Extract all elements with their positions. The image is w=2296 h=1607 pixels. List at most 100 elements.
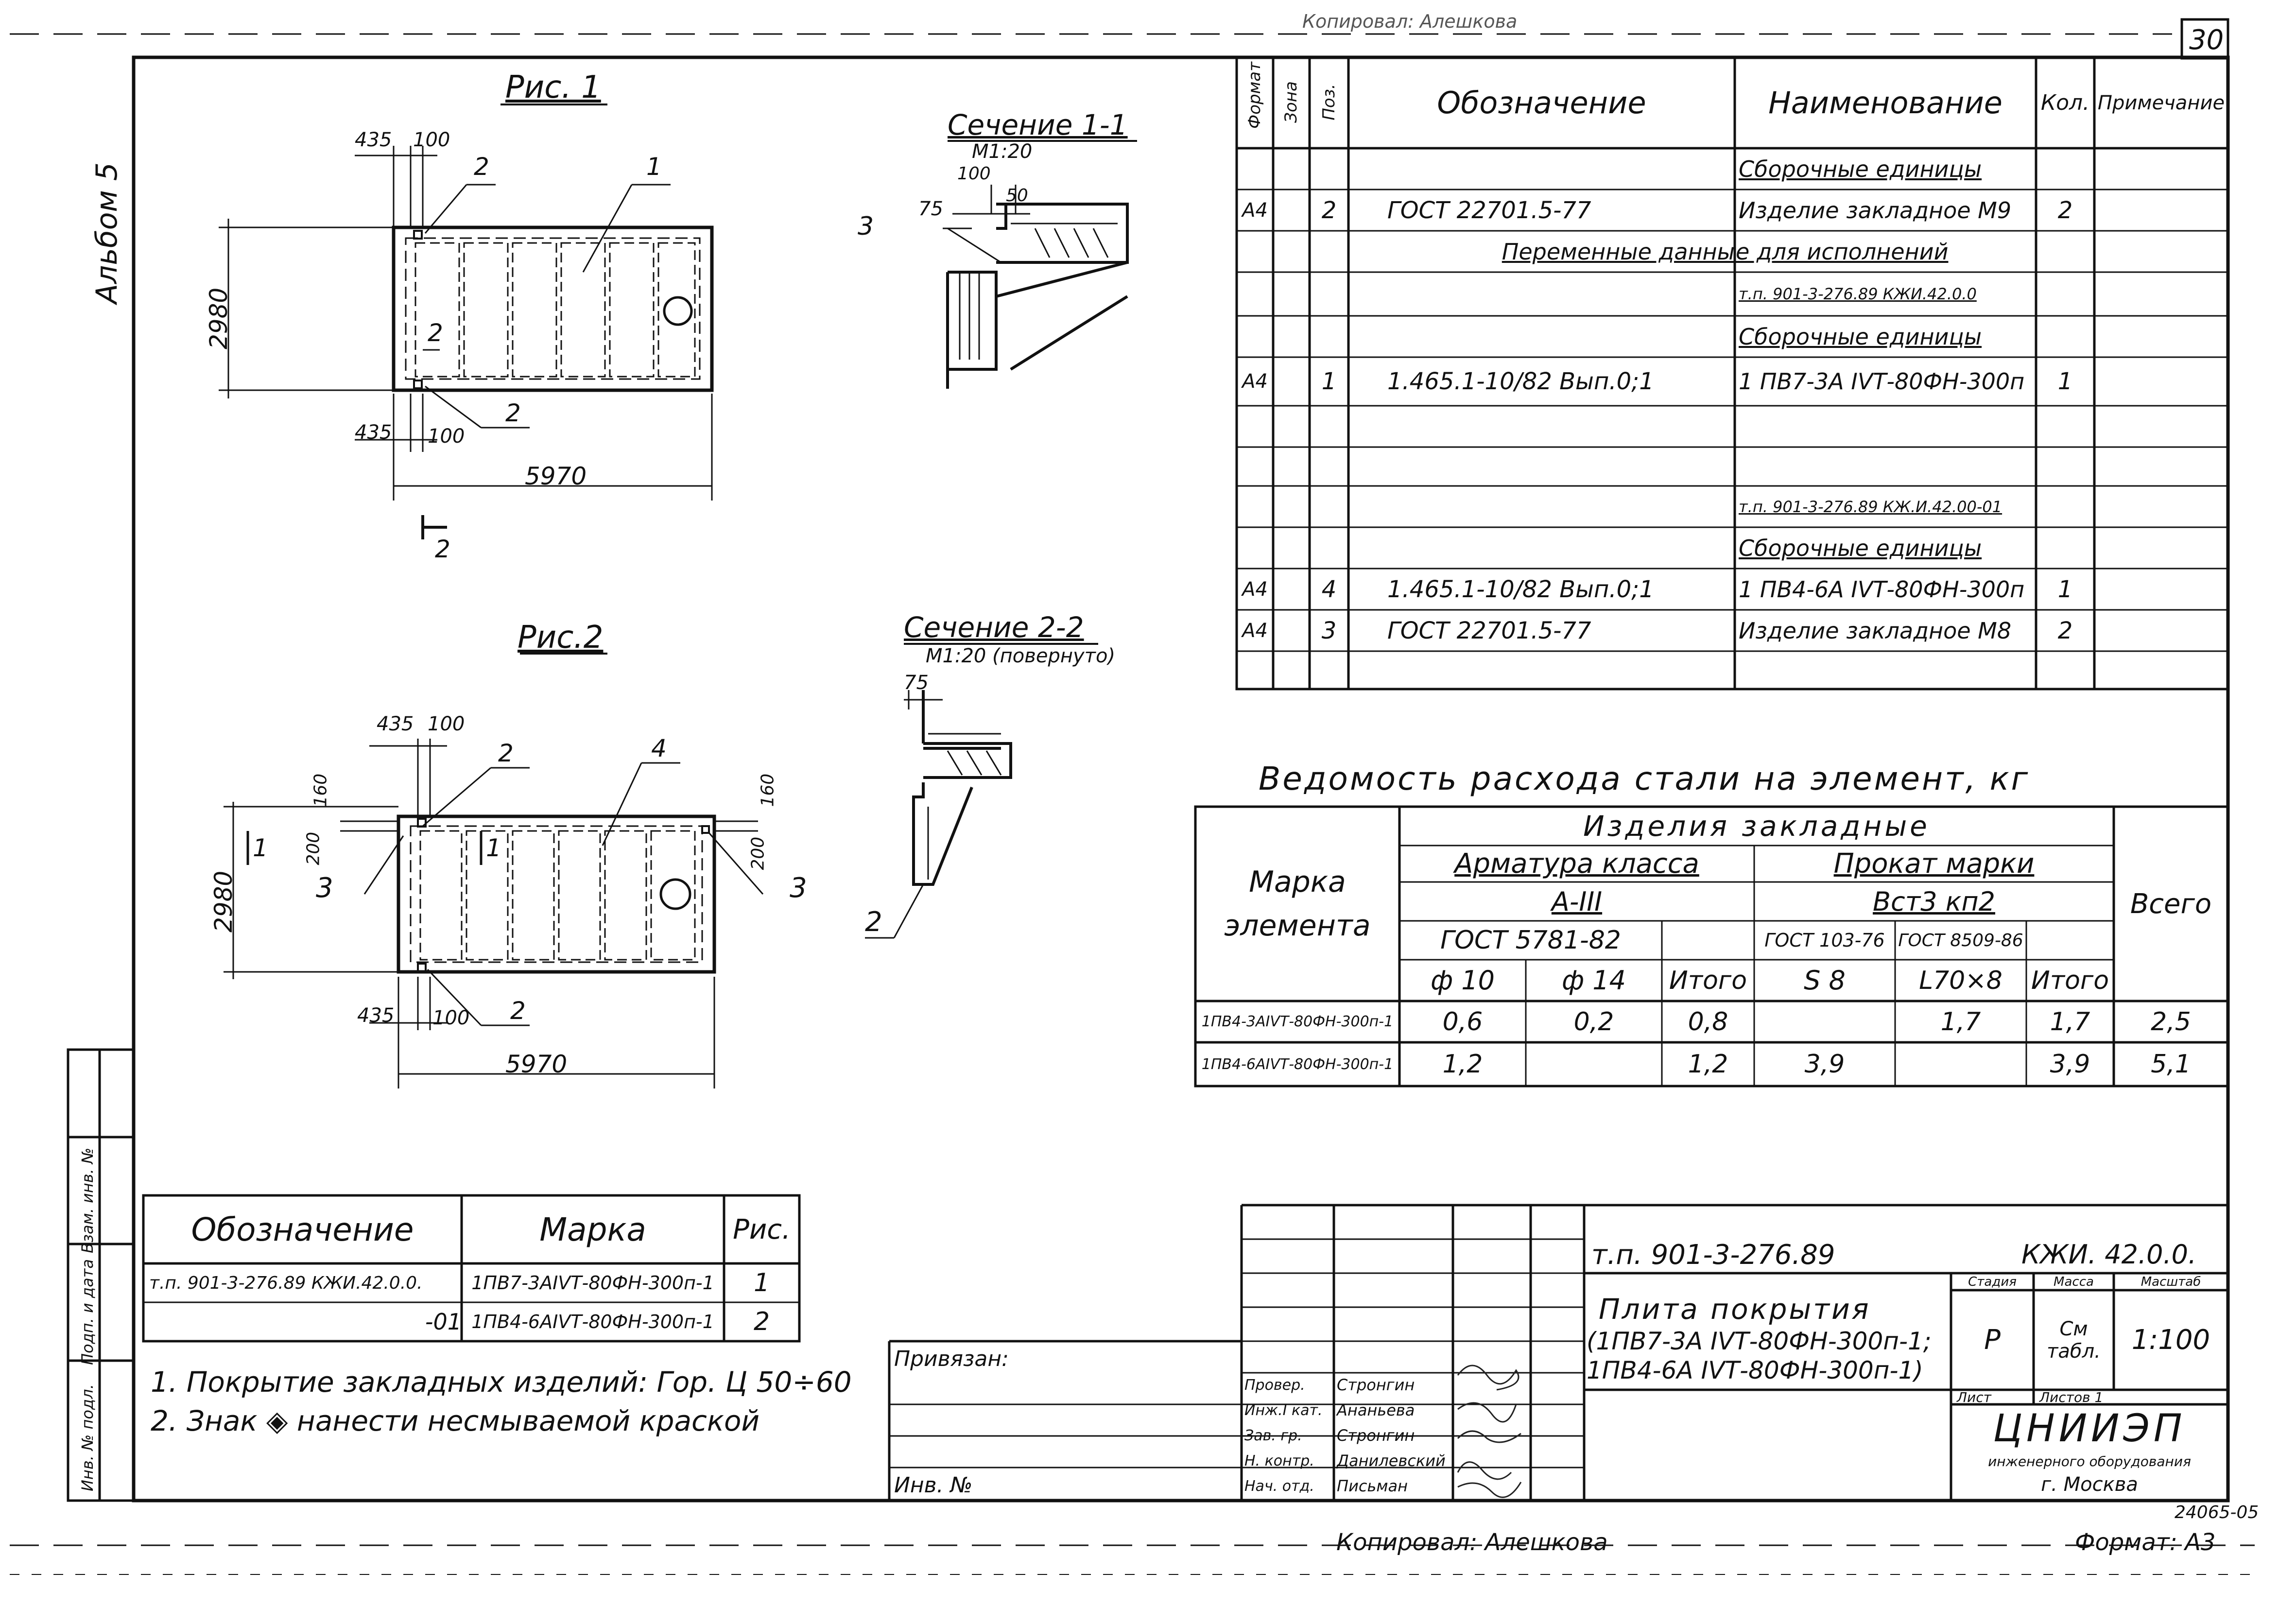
steel-header-items: Изделия закладные — [1583, 810, 1930, 843]
tb-org2: инженерного оборудования — [1988, 1453, 2191, 1469]
variant-designation: -01 — [425, 1309, 462, 1335]
steel-cell-d14: 0,2 — [1573, 1007, 1614, 1037]
tb-sheets-header: Листов 1 — [2039, 1390, 2104, 1404]
spec-row-qty — [2036, 651, 2094, 689]
staff-name: Стронгин — [1337, 1426, 1415, 1445]
spec-row-format — [1237, 148, 1273, 190]
steel-cell-d10: 0,6 — [1442, 1007, 1483, 1037]
spec-row-name: Сборочные единицы — [1739, 323, 1982, 350]
spec-row-qty: 1 — [2057, 575, 2073, 603]
spec-row-qty: 1 — [2057, 368, 2073, 395]
spec-row-name — [1735, 406, 2036, 447]
spec-row-name: т.п. 901-3-276.89 КЖИ.42.0.0 — [1739, 285, 1977, 303]
spec-row-name: Сборочные единицы — [1739, 535, 1982, 561]
tb-product-line3: 1ПВ4-6А IVТ-80ФН-300п-1) — [1587, 1356, 1923, 1384]
steel-cell-d14 — [1526, 1042, 1662, 1086]
variants-header-mark: Марка — [539, 1210, 646, 1248]
fig2-dim-2980: 2980 — [209, 870, 238, 933]
variants-header-designation: Обозначение — [191, 1210, 414, 1248]
spec-row-format: А4 — [1242, 199, 1268, 222]
section11-dim-100: 100 — [957, 164, 991, 184]
steel-title: Ведомость расхода стали на элемент, кг — [1259, 760, 2030, 797]
spec-row-designation — [1348, 406, 1735, 447]
spec-row-qty — [2036, 148, 2094, 190]
variant-fig: 2 — [753, 1307, 770, 1336]
spec-row-designation: ГОСТ 22701.5-77 — [1387, 196, 1591, 224]
spec-row-qty — [2036, 486, 2094, 527]
spec-row-qty — [2036, 447, 2094, 486]
section11-dim-75: 75 — [918, 198, 943, 220]
spec-row-designation — [1348, 447, 1735, 486]
steel-header-rebar: Арматура класса — [1454, 848, 1699, 880]
spec-row-designation: Переменные данны — [1502, 238, 1735, 265]
spec-row-name: Изделие закладное М8 — [1739, 617, 2012, 644]
section22-dim-75: 75 — [904, 672, 929, 694]
steel-header-rolled-grade: Вст3 кп2 — [1873, 886, 1995, 917]
signature-scribbles — [1457, 1365, 1522, 1498]
fig1-label-2b: 2 — [428, 319, 443, 347]
spec-header-name: Наименование — [1768, 85, 2003, 121]
fig2-label-3a: 3 — [316, 872, 333, 904]
steel-cell-s8 — [1754, 1001, 1895, 1042]
bottom-copy-stamp: Копировал: Алешкова — [1336, 1529, 1608, 1556]
steel-cell-sum1: 0,8 — [1688, 1007, 1728, 1037]
steel-cell-s8: 3,9 — [1804, 1050, 1845, 1079]
fig1-label-1: 1 — [646, 153, 662, 181]
spec-row-qty — [2036, 406, 2094, 447]
tb-sheet-header: Лист — [1957, 1390, 1991, 1404]
spec-header-note: Примечание — [2097, 91, 2225, 114]
steel-cell-sum2: 3,9 — [2050, 1050, 2090, 1079]
spec-row-designation — [1348, 316, 1735, 357]
tb-scale-header: Масштаб — [2141, 1274, 2201, 1289]
spec-row-designation: 1.465.1-10/82 Вып.0;1 — [1387, 575, 1654, 603]
spec-row-designation — [1348, 527, 1735, 569]
staff-name: Письман — [1337, 1477, 1408, 1495]
fig2-dim-100-top: 100 — [428, 713, 465, 735]
spec-row-name: е для исполнений — [1736, 238, 1949, 265]
section22-title: Сечение 2-2 — [904, 611, 1084, 644]
spec-row-name: 1 ПВ4-6А IVТ-80ФН-300п — [1739, 576, 2025, 603]
spec-row-designation — [1348, 148, 1735, 190]
spec-row-qty — [2036, 316, 2094, 357]
steel-cell-mark: 1ПВ4-6АIVТ-80ФН-300п-1 — [1201, 1055, 1394, 1073]
fig2-label-2a: 2 — [498, 739, 514, 767]
spec-row-qty — [2036, 272, 2094, 316]
sheet-number: 30 — [2189, 24, 2224, 56]
spec-row-format — [1237, 316, 1273, 357]
tb-attached: Привязан: — [894, 1347, 1009, 1371]
fig2-section-mark-right: 1 — [486, 834, 501, 862]
spec-row-pos: 3 — [1321, 617, 1337, 644]
spec-row-pos: 4 — [1321, 575, 1337, 603]
fig2-title: Рис.2 — [518, 620, 604, 656]
fig2-label-2b: 2 — [510, 997, 526, 1025]
side-replaced-inv: Взам. инв. № — [78, 1147, 97, 1253]
spec-row-format — [1237, 406, 1273, 447]
spec-row-pos — [1310, 486, 1348, 527]
steel-cell-total: 2,5 — [2151, 1007, 2191, 1037]
staff-name: Данилевский — [1337, 1451, 1446, 1470]
spec-row-format — [1237, 231, 1273, 272]
spec-row-pos — [1310, 231, 1348, 272]
tb-inv: Инв. № — [894, 1473, 973, 1498]
spec-row-pos: 1 — [1321, 368, 1337, 395]
variants-header-fig: Рис. — [733, 1213, 791, 1245]
spec-row-qty: 2 — [2057, 196, 2073, 224]
spec-row-qty — [2036, 527, 2094, 569]
tb-product-line2: (1ПВ7-3А IVТ-80ФН-300п-1; — [1587, 1327, 1932, 1355]
spec-row-format: А4 — [1242, 370, 1268, 393]
tb-code: т.п. 901-3-276.89 — [1591, 1239, 1835, 1271]
tb-city: г. Москва — [2041, 1473, 2138, 1496]
tb-stage: Р — [1984, 1324, 2001, 1356]
steel-cell-sum1: 1,2 — [1688, 1050, 1728, 1079]
top-copy-stamp: Копировал: Алешкова — [1302, 11, 1518, 32]
spec-header-designation: Обозначение — [1437, 85, 1646, 121]
spec-row-designation — [1348, 486, 1735, 527]
steel-cell-mark: 1ПВ4-3АIVТ-80ФН-300п-1 — [1201, 1013, 1394, 1030]
spec-row-name — [1735, 651, 2036, 689]
section11-label-3: 3 — [858, 212, 874, 241]
spec-row-format — [1237, 651, 1273, 689]
fig2-dim-160-left: 160 — [311, 773, 331, 807]
fig2-dim-160-right: 160 — [758, 773, 778, 807]
fig2-label-3b: 3 — [790, 872, 807, 904]
sheet-format: Формат: А3 — [2075, 1529, 2216, 1556]
